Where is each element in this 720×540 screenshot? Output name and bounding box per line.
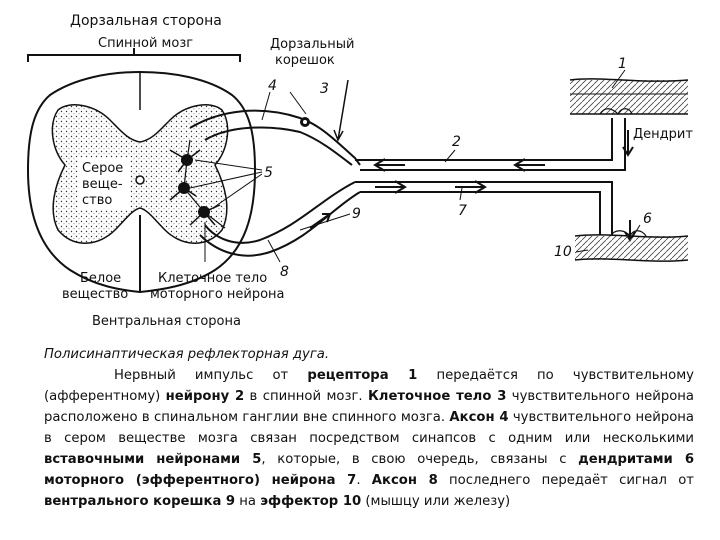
label-gray-2: веще- [82, 177, 123, 192]
arrow-dorsal-root-pointer [333, 79, 349, 142]
ventral-root [204, 181, 356, 244]
label-white-2: вещество [62, 287, 128, 302]
number-6: 6 [643, 211, 652, 227]
label-cell-body-2: моторного нейрона [150, 287, 285, 302]
interneurons-5 [169, 139, 226, 229]
label-ventral-side: Вентральная сторона [92, 314, 241, 329]
leader-lines [189, 69, 641, 263]
label-dendrite: Дендрит [633, 127, 693, 142]
label-cell-body-1: Клеточное тело [158, 271, 267, 286]
number-4: 4 [268, 78, 277, 94]
number-1: 1 [618, 56, 627, 72]
arrow-dendrite [622, 130, 634, 157]
label-spinal-cord: Спинной мозг [98, 36, 193, 51]
number-9: 9 [352, 206, 361, 222]
label-dorsal-side: Дорзальная сторона [70, 13, 222, 29]
receptor-skin [569, 78, 689, 116]
arrow-afferent-1 [373, 158, 405, 172]
label-dorsal-root-1: Дорзальный [270, 37, 354, 52]
label-gray-1: Серое [82, 161, 123, 176]
afferent-nerve [355, 118, 613, 161]
arrow-efferent-2 [455, 180, 487, 194]
number-2: 2 [452, 134, 461, 150]
central-canal [135, 175, 145, 185]
reflex-arc-diagram: Дорзальная сторона Спинной мозг Дорзальн… [26, 13, 693, 329]
caption-body: Нервный импульс от рецептора 1 передаётс… [44, 368, 695, 509]
number-8: 8 [280, 264, 289, 280]
effector-muscle [574, 230, 689, 262]
number-3: 3 [320, 81, 329, 97]
dorsal-root [189, 109, 361, 166]
caption: Полисинаптическая рефлекторная дуга. Нер… [44, 344, 694, 512]
efferent-nerve [355, 181, 613, 235]
caption-title: Полисинаптическая рефлекторная дуга. [44, 347, 330, 362]
arrow-afferent-2 [513, 158, 545, 172]
label-white-1: Белое [80, 271, 121, 286]
number-10: 10 [554, 244, 572, 260]
number-5: 5 [264, 165, 273, 181]
number-7: 7 [458, 203, 467, 219]
arrow-efferent-1 [375, 180, 407, 194]
label-dorsal-root-2: корешок [275, 53, 335, 68]
label-gray-3: ство [82, 193, 112, 208]
spinal-cord-bracket [27, 48, 241, 62]
